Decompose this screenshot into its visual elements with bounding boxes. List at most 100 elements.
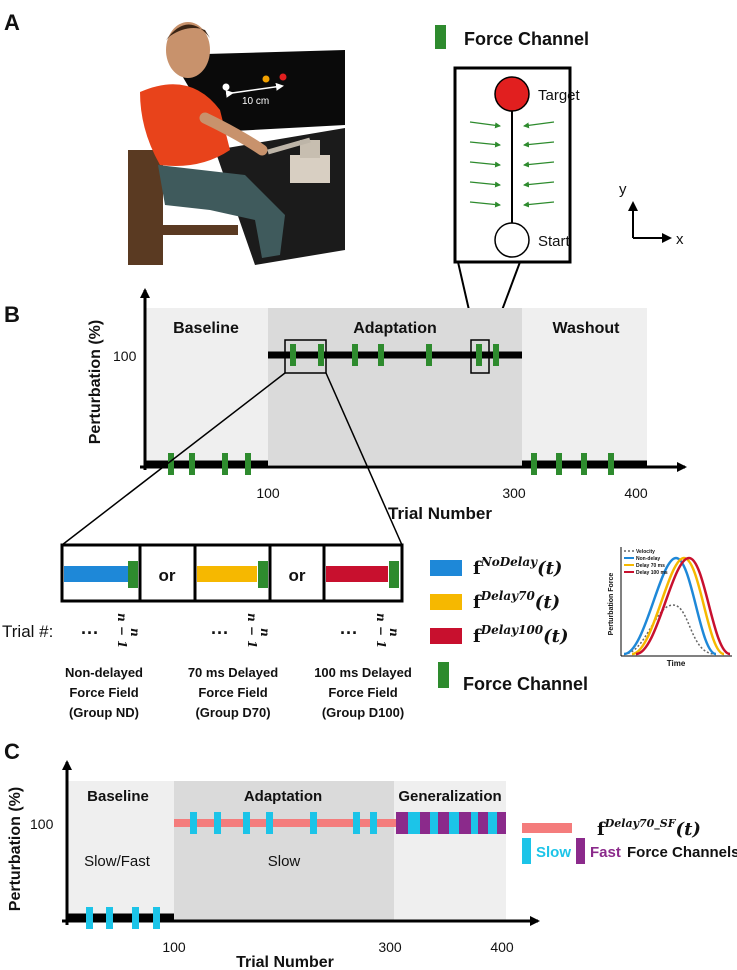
channel-trial-swatch [128, 561, 138, 588]
c-slow-channel [106, 907, 113, 929]
trial-number-label: Trial #: [2, 622, 53, 641]
legend-delay100-swatch [430, 628, 462, 644]
group-nd-line2: Force Field [69, 685, 138, 700]
trial-n-minus-1-nd: n − 1 [115, 613, 129, 648]
adaptation-region [268, 308, 522, 465]
c-x-tick-300: 300 [378, 939, 402, 955]
target-circle [494, 76, 530, 112]
start-dot [222, 83, 230, 91]
c-sublabel-slowfast: Slow/Fast [84, 853, 151, 870]
b-channel-trials [168, 344, 614, 475]
group-d100-line1: 100 ms Delayed [314, 665, 412, 680]
c-adaptation-region [174, 781, 394, 921]
c-legend-fast-label: Fast [590, 844, 621, 861]
b-x-tick-400: 400 [624, 485, 648, 501]
c-fast-channel [420, 812, 430, 834]
c-slow-channel [310, 812, 317, 834]
b-channel-trial [352, 344, 358, 366]
legend-channel-label: Force Channel [463, 674, 588, 694]
b-channel-trial [581, 453, 587, 475]
c-slow-channel [153, 907, 160, 929]
b-y-axis-label: Perturbation (%) [87, 320, 104, 444]
zoom-box-trial-pair [284, 339, 327, 374]
c-fast-channel [497, 812, 506, 834]
c-slow-channel [190, 812, 197, 834]
c-phase-label-baseline: Baseline [87, 788, 149, 805]
group-d100-line2: Force Field [328, 685, 397, 700]
channel-trial-swatch [258, 561, 268, 588]
or-label-1: or [159, 566, 176, 585]
zoom-connector-trials-right [325, 372, 403, 546]
c-x-tick-400: 400 [490, 939, 514, 955]
legend-delay70-label: fDelay70(t) [473, 589, 560, 613]
inset-legend-nodelay: Non-delay [636, 556, 660, 562]
c-slow-channel [488, 812, 497, 834]
target-dot [279, 73, 287, 81]
b-channel-trial [608, 453, 614, 475]
c-slow-channel [86, 907, 93, 929]
c-y-axis-label: Perturbation (%) [7, 787, 24, 911]
c-slow-channel [430, 812, 438, 834]
b-channel-trial [245, 453, 251, 475]
person-head [166, 22, 210, 78]
c-slow-channel [408, 812, 420, 834]
person-arm [199, 112, 268, 156]
trial-n-minus-1-d100: n − 1 [374, 613, 388, 648]
mid-dot [262, 75, 270, 83]
c-slow-channel [449, 812, 459, 834]
b-channel-trial [318, 344, 324, 366]
c-fast-channel [396, 812, 408, 834]
force-channel-legend-label: Force Channel [464, 29, 589, 49]
b-channel-trial [531, 453, 537, 475]
c-slow-channel [353, 812, 360, 834]
inset-delay70-curve [631, 556, 725, 656]
inset-legend-delay100: Delay 100 ms [636, 570, 668, 576]
group-nd-line3: (Group ND) [69, 705, 139, 720]
delay100-trial-bar [326, 566, 388, 582]
y-direction-label: y [619, 181, 627, 198]
b-x-tick-100: 100 [256, 485, 280, 501]
trial-ellipsis-2: ··· [211, 623, 229, 643]
baseline-region [145, 308, 268, 465]
chair-back [128, 150, 163, 265]
inset-legend-velocity: Velocity [636, 549, 655, 555]
group-d70-line3: (Group D70) [195, 705, 270, 720]
b-channel-trial [168, 453, 174, 475]
inset-legend-delay70: Delay 70 ms [636, 563, 665, 569]
panel-letter-c: C [4, 739, 20, 764]
legend-nodelay-label: fNoDelay(t) [473, 555, 562, 579]
c-y-tick-100: 100 [30, 816, 54, 832]
c-legend-fast-swatch [576, 838, 585, 864]
c-legend-forcefield-swatch [522, 823, 572, 833]
c-slow-channel [214, 812, 221, 834]
c-slow-channel [370, 812, 377, 834]
person-shirt [140, 84, 230, 166]
c-fast-channel [478, 812, 488, 834]
c-x-tick-100: 100 [162, 939, 186, 955]
b-channel-trial [426, 344, 432, 366]
inset-y-label: Perturbation Force [608, 573, 615, 636]
b-channel-trial [378, 344, 384, 366]
trial-ellipsis-3: ··· [340, 623, 358, 643]
c-sublabel-slow: Slow [268, 853, 301, 870]
zoom-connector-trials-left [61, 372, 286, 546]
trial-n-minus-1-d70: n − 1 [245, 613, 259, 648]
b-channel-trial [556, 453, 562, 475]
channel-force-arrows [469, 121, 555, 208]
c-generalization-region [394, 781, 506, 921]
b-x-axis-label: Trial Number [388, 504, 492, 523]
c-slow-channel [132, 907, 139, 929]
c-channel-trials [86, 812, 506, 929]
force-profile-inset: Perturbation Force Time Velocity Non-del… [608, 547, 732, 668]
c-fast-channel [438, 812, 449, 834]
inset-nodelay-curve [623, 556, 717, 656]
b-x-tick-300: 300 [502, 485, 526, 501]
legend-channel-swatch [438, 662, 449, 688]
inset-velocity-curve [623, 604, 716, 655]
phase-label-baseline: Baseline [173, 320, 239, 337]
b-channel-trial [476, 344, 482, 366]
b-y-tick-100: 100 [113, 348, 137, 364]
c-legend-slow-swatch [522, 838, 531, 864]
nodelay-trial-bar [64, 566, 128, 582]
